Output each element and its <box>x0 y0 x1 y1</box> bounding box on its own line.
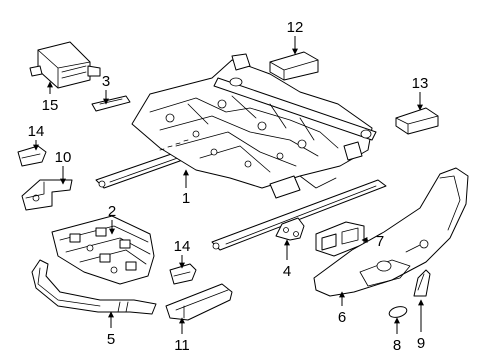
callout-2: 2 <box>108 203 116 220</box>
part-3-trim-piece <box>91 95 131 112</box>
part-2-switch-harness <box>51 215 155 285</box>
callout-labels: 1 2 3 4 5 6 7 8 9 10 11 12 13 14 14 15 <box>28 19 429 354</box>
callout-1: 1 <box>182 190 190 207</box>
part-15-control-module <box>29 41 101 89</box>
callout-11: 11 <box>174 337 190 354</box>
callout-5: 5 <box>107 331 115 348</box>
part-6-side-panel <box>313 167 469 297</box>
part-12-cover <box>269 51 319 81</box>
part-14-clip-lower <box>169 263 197 285</box>
part-8-knob <box>388 306 408 318</box>
callout-13: 13 <box>412 75 429 92</box>
callout-3: 3 <box>102 73 110 90</box>
callout-8: 8 <box>393 337 401 354</box>
callout-15: 15 <box>42 97 59 114</box>
callout-6: 6 <box>338 309 346 326</box>
callout-10: 10 <box>55 149 72 166</box>
leader-lines <box>33 36 424 334</box>
callout-4: 4 <box>283 263 291 280</box>
part-4-bracket <box>275 217 305 241</box>
part-10-bracket <box>21 179 73 211</box>
callout-9: 9 <box>417 335 425 352</box>
part-9-knob <box>413 269 431 297</box>
callout-7: 7 <box>376 233 384 250</box>
part-13-cover <box>395 107 439 135</box>
callout-14-upper: 14 <box>28 123 45 140</box>
callout-14-lower: 14 <box>174 238 191 255</box>
part-14-clip-upper <box>17 145 47 167</box>
part-1-seat-frame <box>95 53 387 251</box>
callout-12: 12 <box>287 19 304 36</box>
part-5-side-trim <box>31 259 157 315</box>
part-11-cover <box>165 283 233 321</box>
